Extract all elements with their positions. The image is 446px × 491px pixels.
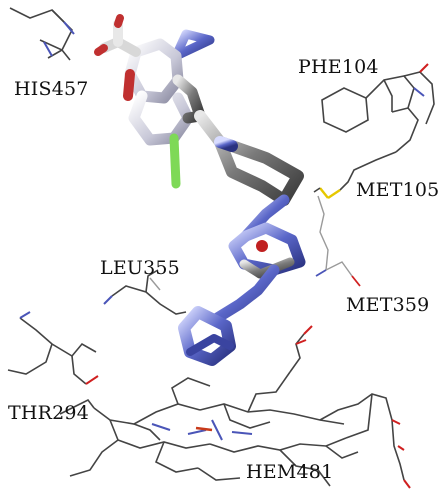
hem481-heme-icon [59,325,411,489]
label-leu355: LEU355 [100,257,180,279]
label-thr294: THR294 [8,402,90,424]
phe104-residue-icon [321,63,435,153]
label-hem481: HEM481 [246,461,334,483]
label-met359: MET359 [346,294,430,316]
his457-residue-icon [9,7,75,61]
met105-residue-icon [313,151,397,199]
met359-residue-icon [315,195,361,287]
ligand-stick-model-icon [94,14,306,366]
leu355-residue-icon [103,269,187,315]
lower-left-residue-icon [7,311,99,385]
label-phe104: PHE104 [298,56,379,78]
label-met105: MET105 [356,179,440,201]
label-his457: HIS457 [14,78,89,100]
